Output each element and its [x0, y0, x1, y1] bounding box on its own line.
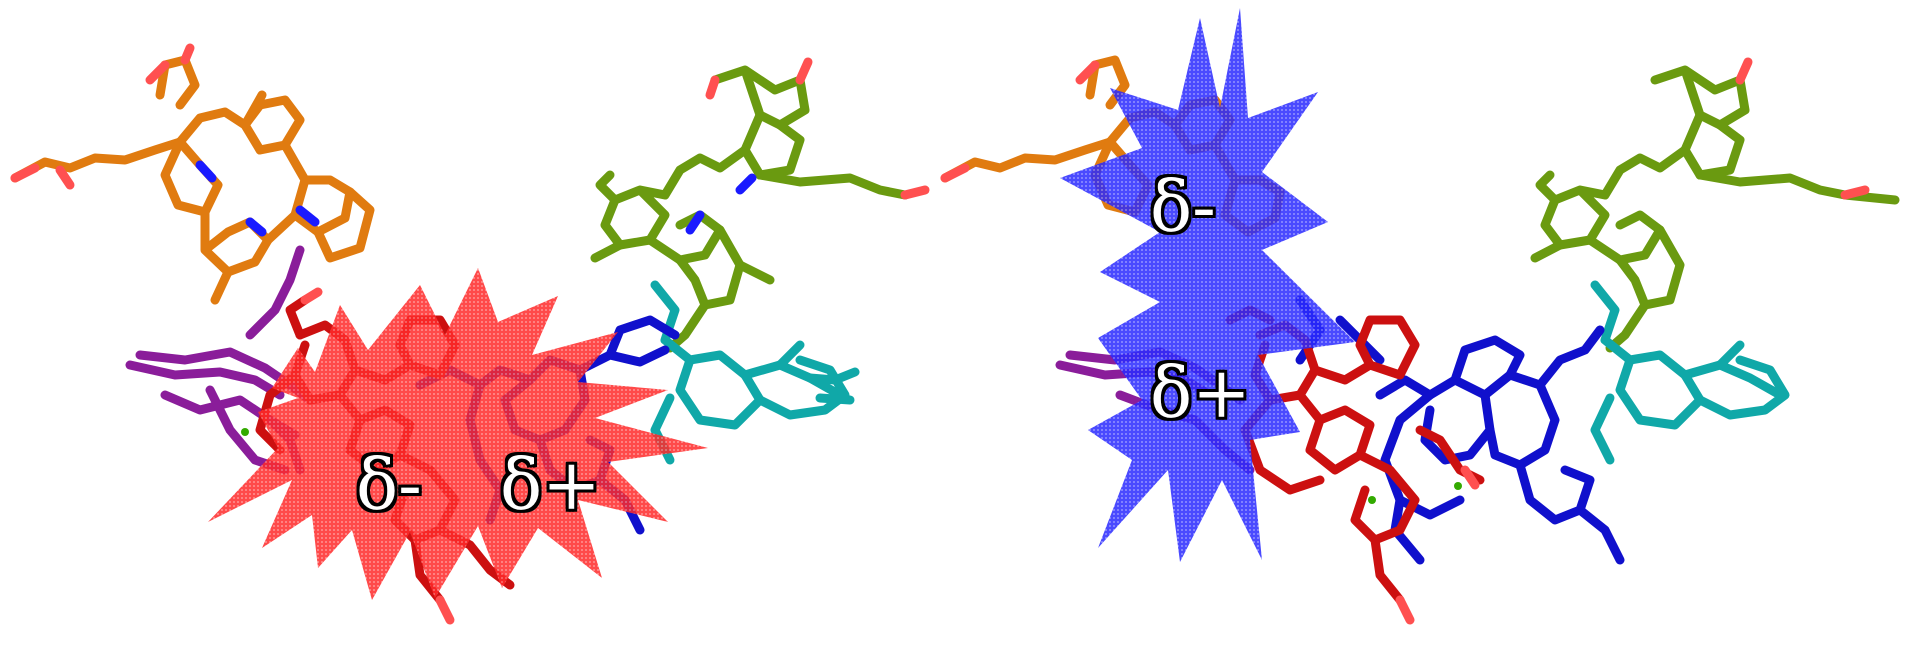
right-blue-burst [1060, 8, 1355, 562]
right-green-chromophore [1530, 65, 1900, 353]
left-delta-plus-label: δ+ [500, 444, 601, 526]
right-metal-center-2 [1454, 482, 1462, 490]
right-cyan-chromophore [1590, 280, 1790, 465]
right-delta-plus-label: δ+ [1150, 352, 1251, 434]
right-metal-center-1 [1368, 496, 1376, 504]
left-metal-center [241, 428, 249, 436]
left-panel [10, 43, 930, 625]
right-panel [940, 8, 1900, 625]
left-red-burst [208, 268, 708, 600]
right-delta-minus-label: δ- [1150, 166, 1216, 248]
left-delta-minus-label: δ- [356, 444, 422, 526]
left-green-chromophore [590, 65, 910, 353]
left-cyan-chromophore [650, 280, 860, 465]
